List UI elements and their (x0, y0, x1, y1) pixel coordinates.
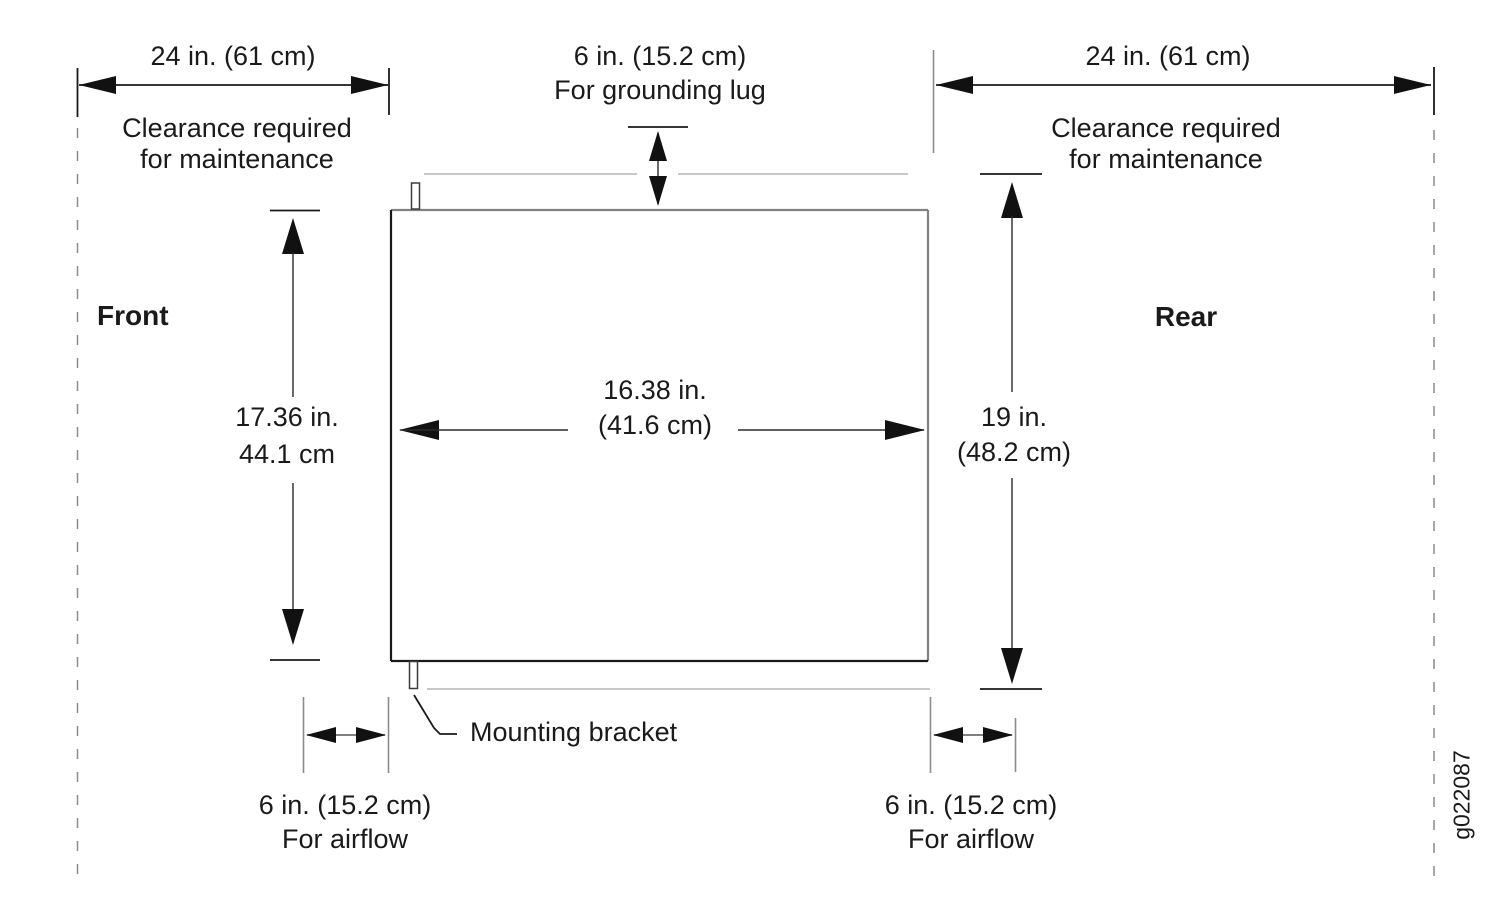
right-airflow-dimension (929, 697, 1017, 773)
left-clearance-value: 24 in. (61 cm) (150, 41, 316, 71)
left-clearance-dimension (76, 68, 390, 876)
front-depth-arrowhead-down (282, 609, 304, 645)
left-airflow-value: 6 in. (15.2 cm) (258, 790, 432, 820)
front-depth-value: 17.36 in. 44.1 cm (235, 399, 339, 473)
grounding-value: 6 in. (15.2 cm) (573, 41, 747, 71)
front-depth-dimension (270, 209, 320, 661)
right-clearance-arrowhead-right (1394, 76, 1431, 94)
chassis-width-value-line2: (41.6 cm) (597, 410, 713, 440)
right-clearance-caption: Clearance required for maintenance (1051, 113, 1281, 175)
chassis-width-dimension (399, 420, 925, 440)
right-airflow-text: 6 in. (15.2 cm) For airflow (885, 788, 1058, 856)
right-airflow-arrowhead-right (983, 727, 1013, 743)
right-airflow-caption: For airflow (907, 824, 1035, 854)
left-clearance-caption-line1: Clearance required (122, 113, 352, 143)
mounting-bracket-bottom (408, 660, 419, 690)
figure-id: g022087 (1448, 750, 1475, 840)
mounting-bracket-leader-line (413, 694, 457, 735)
rear-width-value: 19 in. (48.2 cm) (957, 400, 1071, 470)
rear-width-value-line1: 19 in. (980, 402, 1048, 432)
chassis-width-arrowhead-right (885, 420, 925, 440)
grounding-lug-dimension (628, 126, 688, 206)
right-clearance-caption-line2: for maintenance (1069, 144, 1263, 174)
front-depth-value-line1: 17.36 in. (235, 402, 339, 432)
left-clearance-arrowhead-left (79, 76, 116, 94)
grounding-arrowhead-up (649, 131, 667, 161)
rear-width-dimension (980, 173, 1042, 690)
rear-width-value-line2: (48.2 cm) (956, 437, 1072, 467)
right-airflow-arrowhead-left (933, 727, 963, 743)
rear-width-arrowhead-down (1001, 648, 1023, 684)
grounding-caption: For grounding lug (554, 75, 766, 105)
left-clearance-arrowhead-right (351, 76, 388, 94)
mounting-bracket-label: Mounting bracket (470, 717, 678, 747)
left-airflow-dimension (302, 697, 390, 773)
front-label: Front (97, 300, 169, 331)
chassis-width-value: 16.38 in. (41.6 cm) (598, 373, 712, 443)
right-airflow-value: 6 in. (15.2 cm) (884, 790, 1058, 820)
right-clearance-dimension (932, 50, 1435, 876)
left-airflow-arrowhead-left (306, 727, 336, 743)
mounting-bracket-top (410, 182, 421, 210)
left-clearance-caption: Clearance required for maintenance (122, 113, 352, 175)
right-clearance-caption-line1: Clearance required (1051, 113, 1281, 143)
grounding-arrowhead-down (649, 176, 667, 206)
right-clearance-value: 24 in. (61 cm) (1085, 41, 1251, 71)
front-depth-value-line2: 44.1 cm (238, 439, 336, 469)
chassis-outline (389, 182, 930, 690)
chassis-width-value-line1: 16.38 in. (603, 375, 707, 405)
rear-label: Rear (1154, 301, 1218, 332)
left-airflow-text: 6 in. (15.2 cm) For airflow (259, 788, 432, 856)
rear-width-arrowhead-up (1001, 182, 1023, 218)
right-clearance-arrowhead-left (936, 76, 973, 94)
offset-reference-lines (424, 173, 930, 690)
front-depth-arrowhead-up (282, 218, 304, 254)
left-airflow-caption: For airflow (281, 824, 409, 854)
left-clearance-caption-line2: for maintenance (140, 144, 334, 174)
left-airflow-arrowhead-right (356, 727, 386, 743)
